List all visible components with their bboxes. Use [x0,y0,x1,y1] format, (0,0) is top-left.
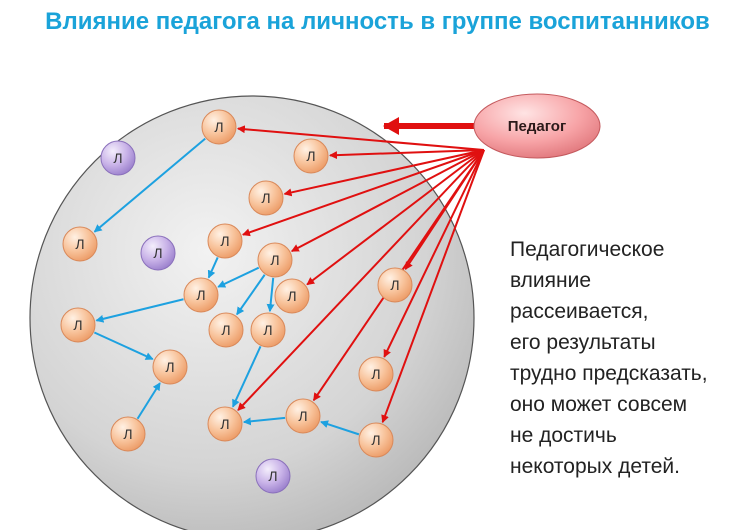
teacher-label: Педагог [508,118,566,135]
node-label: Л [220,233,229,249]
child-node-n16: Л [60,307,96,343]
child-node-n18: Л [110,416,146,452]
child-node-n5: Л [257,242,293,278]
peer-arrow-n10-n11 [242,416,286,426]
isolated-child-node-p1: Л [100,140,136,176]
node-label: Л [270,252,279,268]
influence-arrow-n5 [290,149,485,253]
influence-arrow-n3 [283,149,485,197]
peer-arrow-n5-n13 [217,266,260,288]
child-node-n8: Л [358,356,394,392]
influence-arrow-n11 [237,149,485,411]
peer-arrow-n13-n16 [95,298,184,323]
node-label: Л [261,190,270,206]
node-label: Л [196,287,205,303]
influence-arrow-n8 [383,149,485,358]
node-label: Л [371,432,380,448]
peer-arrows [93,137,360,436]
caption-line: некоторых детей. [510,455,680,478]
influence-arrow-n1 [236,125,485,151]
caption: Педагогическое влияние рассеивается, его ре… [510,234,750,482]
peer-arrow-n15-n11 [231,345,262,408]
peer-arrow-n5-n15 [266,277,275,313]
caption-line: рассеивается, [510,300,649,323]
node-label: Л [153,245,162,261]
influence-arrow-n9 [381,149,485,424]
caption-line: оно может совсем [510,393,688,416]
node-label: Л [214,119,223,135]
influence-arrow-n2 [328,149,485,160]
caption-line: Педагогическое [510,238,665,261]
child-node-n17: Л [152,349,188,385]
peer-arrow-n16-n17 [93,331,154,361]
child-node-n1: Л [201,109,237,145]
influence-arrow-n4 [241,149,485,237]
node-label: Л [75,236,84,252]
peer-arrow-n9-n10 [320,420,360,436]
caption-line: влияние [510,269,592,292]
child-node-n10: Л [285,398,321,434]
node-label: Л [371,366,380,382]
caption-line: не достичь [510,424,617,447]
nodes: Л Л Л Л Л Л Л Л Л Л Л Л Л Л Л Л Л Л Л Л Л [60,109,413,494]
child-node-n13: Л [183,277,219,313]
peer-arrow-n5-n14 [236,274,266,316]
peer-arrow-n1-n12 [93,137,206,233]
peer-arrow-n18-n17 [136,382,161,420]
influence-arrow-n6 [306,149,485,286]
caption-line: его результаты [510,331,656,354]
node-label: Л [220,416,229,432]
child-node-n12: Л [62,226,98,262]
node-label: Л [73,317,82,333]
node-label: Л [298,408,307,424]
teacher-node: Педагог [473,93,601,159]
node-label: Л [123,426,132,442]
child-node-n7: Л [377,267,413,303]
child-node-n3: Л [248,180,284,216]
node-label: Л [165,359,174,375]
node-label: Л [390,277,399,293]
node-label: Л [287,288,296,304]
child-node-n2: Л [293,138,329,174]
child-node-n14: Л [208,312,244,348]
page-title: Влияние педагога на личность в группе во… [45,8,710,35]
child-node-n9: Л [358,422,394,458]
node-label: Л [113,150,122,166]
isolated-child-node-p2: Л [140,235,176,271]
caption-line: трудно предсказать, [510,362,708,385]
node-label: Л [221,322,230,338]
node-label: Л [306,148,315,164]
child-node-n15: Л [250,312,286,348]
node-label: Л [263,322,272,338]
isolated-child-node-p3: Л [255,458,291,494]
child-node-n6: Л [274,278,310,314]
node-label: Л [268,468,277,484]
peer-arrow-n4-n13 [207,257,219,279]
child-node-n4: Л [207,223,243,259]
child-node-n11: Л [207,406,243,442]
group-circle [29,95,475,530]
